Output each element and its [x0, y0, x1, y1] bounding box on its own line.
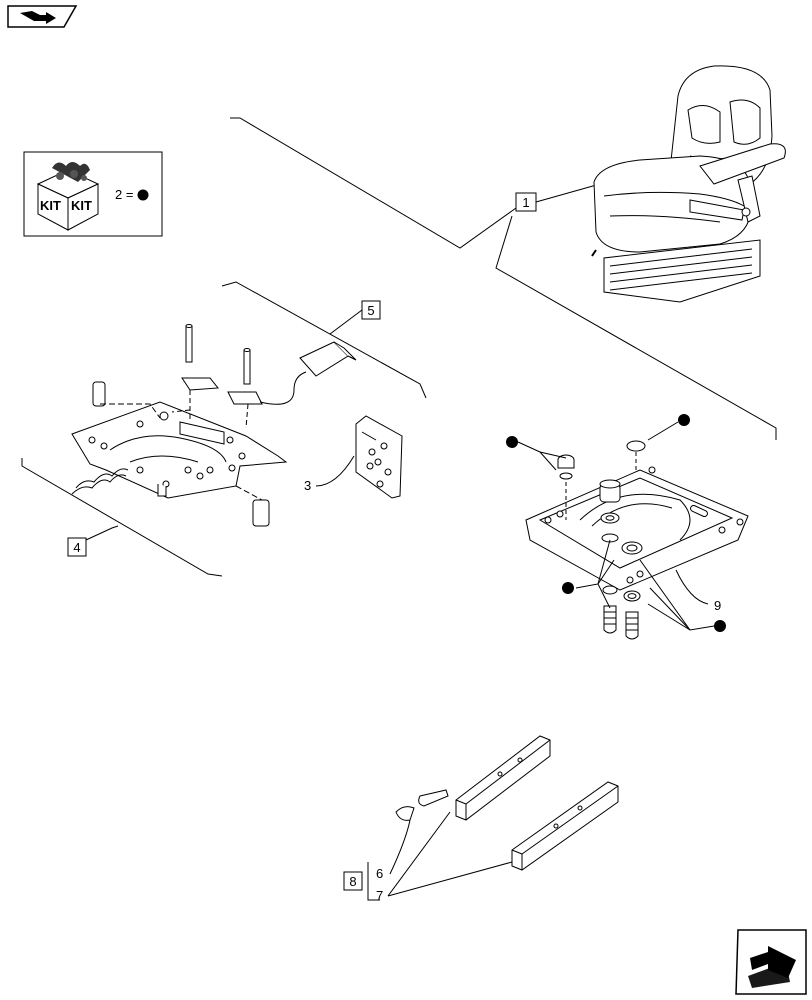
kit-dot-icon [562, 582, 574, 594]
slide-rail-upper [418, 735, 551, 821]
kit-dot-icon [506, 436, 518, 448]
callout-6: 6 [376, 866, 383, 881]
rail-leaders [367, 811, 513, 901]
svg-text:1: 1 [522, 195, 529, 210]
svg-text:3: 3 [304, 478, 311, 493]
prev-page-arrow-icon[interactable] [7, 5, 78, 28]
group-4-brackets [21, 458, 223, 577]
hardware-pack [355, 415, 403, 499]
callout-4: 4 [67, 537, 87, 557]
group-5-brackets [221, 281, 427, 399]
kit-word-right: KIT [71, 198, 92, 213]
sensor-base-plate [71, 401, 288, 499]
svg-text:8: 8 [349, 874, 356, 889]
callout-7: 7 [376, 888, 383, 903]
callout-9: 9 [675, 569, 721, 613]
kit-legend: KIT KIT 2 = [23, 151, 163, 237]
callout-1: 1 [515, 192, 537, 212]
svg-text:4: 4 [73, 540, 80, 555]
svg-text:9: 9 [714, 598, 721, 613]
svg-text:5: 5 [367, 303, 374, 318]
swivel-plate-assembly [525, 440, 749, 640]
kit-box-icon: KIT KIT [36, 162, 100, 231]
callout-3: 3 [304, 455, 355, 493]
kit-dot-icon [714, 620, 726, 632]
kit-dot-icon [137, 189, 149, 201]
group-1-brackets [230, 117, 777, 440]
kit-equation: 2 = [115, 187, 133, 202]
kit-word-left: KIT [40, 198, 61, 213]
kit-marker-leaders [517, 421, 715, 631]
callout-5: 5 [361, 300, 381, 320]
pin-part [395, 806, 415, 821]
seat-assembly [591, 65, 786, 303]
next-page-arrow-icon[interactable] [735, 929, 807, 995]
slide-rail-lower [511, 781, 619, 871]
callout-8: 8 [343, 871, 363, 891]
kit-dot-icon [678, 414, 690, 426]
springs-and-pins [71, 324, 357, 527]
